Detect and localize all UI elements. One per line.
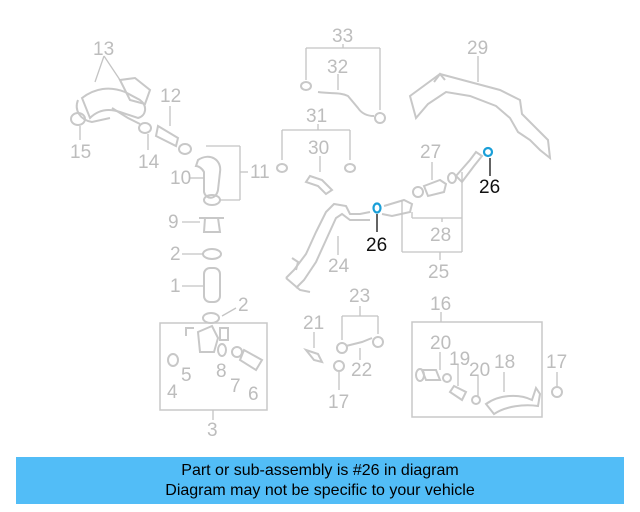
banner-line-part: Part or sub-assembly is #26 in diagram xyxy=(181,462,459,479)
callout-16: 16 xyxy=(430,294,451,315)
callout-20-right: 20 xyxy=(469,360,490,381)
callout-17-left: 17 xyxy=(328,392,349,413)
callout-23: 23 xyxy=(349,286,370,307)
callout-29: 29 xyxy=(467,38,488,59)
callout-numbers: 13 12 14 15 10 11 9 2 1 2 3 4 5 6 7 8 33… xyxy=(70,26,567,441)
callout-27: 27 xyxy=(420,142,441,163)
banner-line-disclaimer: Diagram may not be specific to your vehi… xyxy=(165,482,475,499)
exploded-parts-diagram: 13 12 14 15 10 11 9 2 1 2 3 4 5 6 7 8 33… xyxy=(70,26,567,441)
radiator-hose-group xyxy=(70,76,224,324)
callout-2-lower: 2 xyxy=(238,295,249,316)
info-banner: Part or sub-assembly is #26 in diagram D… xyxy=(16,457,624,504)
callout-26-right: 26 xyxy=(479,177,500,198)
callout-21: 21 xyxy=(303,313,324,334)
callout-11: 11 xyxy=(250,162,270,183)
callout-7: 7 xyxy=(230,376,241,397)
callout-14: 14 xyxy=(138,152,160,173)
callout-8: 8 xyxy=(216,361,227,382)
callout-2-upper: 2 xyxy=(170,244,181,265)
callout-6: 6 xyxy=(248,384,259,405)
highlighted-part-26 xyxy=(372,146,494,232)
callout-22: 22 xyxy=(351,360,372,381)
callout-4: 4 xyxy=(167,382,178,403)
callout-5: 5 xyxy=(181,365,192,386)
callout-26-left: 26 xyxy=(366,235,387,256)
pipe-29 xyxy=(408,56,552,161)
callout-30: 30 xyxy=(308,138,329,159)
small-hoses-group xyxy=(303,306,384,390)
callout-9: 9 xyxy=(168,212,179,233)
left-leader-lines xyxy=(79,55,248,317)
callout-31: 31 xyxy=(306,106,327,127)
callout-3: 3 xyxy=(207,420,218,441)
callout-28: 28 xyxy=(430,225,451,246)
callout-13: 13 xyxy=(93,39,114,60)
box-16-parts xyxy=(411,312,563,418)
callout-32: 32 xyxy=(327,57,348,78)
middle-hoses-group xyxy=(276,44,386,196)
callout-15: 15 xyxy=(70,142,91,163)
callout-17-right: 17 xyxy=(546,352,567,373)
box-3-parts xyxy=(159,322,268,420)
callout-1: 1 xyxy=(170,276,181,297)
callout-19: 19 xyxy=(449,349,470,370)
callout-24: 24 xyxy=(328,256,350,277)
pipe-24-group xyxy=(285,150,484,293)
callout-18: 18 xyxy=(494,352,515,373)
callout-10: 10 xyxy=(170,168,191,189)
callout-12: 12 xyxy=(160,86,181,107)
callout-25: 25 xyxy=(428,262,449,283)
callout-20-left: 20 xyxy=(430,333,451,354)
callout-33: 33 xyxy=(332,26,353,47)
